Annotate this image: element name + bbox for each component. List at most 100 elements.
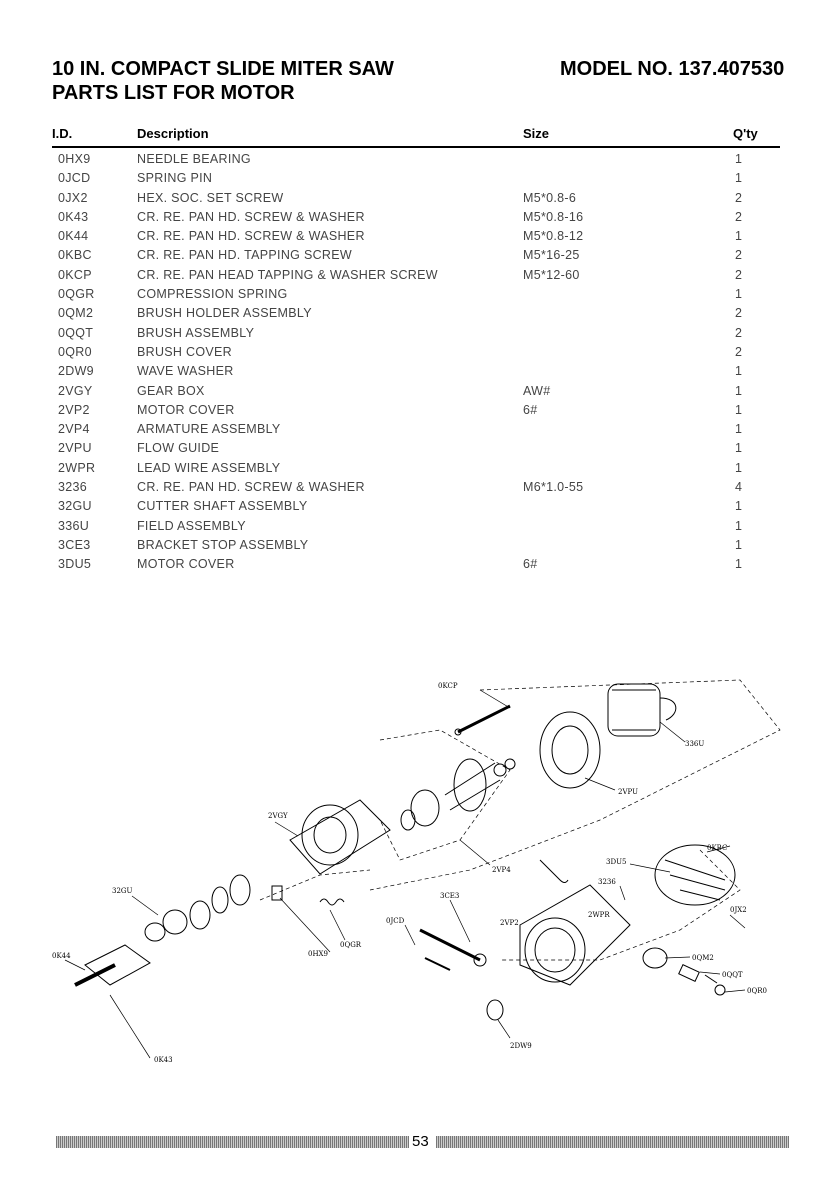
part-id: 336U (58, 518, 90, 533)
part-id: 2WPR (58, 460, 96, 475)
part-description: MOTOR COVER (137, 557, 235, 572)
part-size: M5*0.8-16 (523, 209, 584, 224)
part-qty: 1 (735, 422, 743, 437)
part-qty: 2 (735, 190, 743, 205)
part-id: 32GU (58, 499, 92, 514)
diagram-callout: 2WPR (588, 911, 610, 919)
part-id: 2VGY (58, 383, 93, 398)
column-header-size: Size (523, 126, 550, 141)
part-description: CR. RE. PAN HD. SCREW & WASHER (137, 209, 365, 224)
part-qty: 2 (735, 248, 743, 263)
part-qty: 4 (735, 480, 743, 495)
part-qty: 2 (735, 306, 743, 321)
document-title: 10 IN. COMPACT SLIDE MITER SAW (52, 58, 394, 80)
exploded-motor-diagram: 0KCP336U2VPU2VGY2VP40KBC3DU532GU3CE33236… (52, 679, 781, 1064)
part-id: 2DW9 (58, 364, 94, 379)
diagram-callout: 0QGR (340, 941, 362, 949)
table-row: 0K44 CR. RE. PAN HD. SCREW & WASHER M5*0.8… (0, 227, 840, 246)
document-subtitle: PARTS LIST FOR MOTOR (52, 82, 295, 104)
diagram-callout: 2VPU (618, 788, 638, 796)
part-id: 0K44 (58, 229, 89, 244)
table-row: 0KBC CR. RE. PAN HD. TAPPING SCREW M5*16-2… (0, 246, 840, 265)
part-id: 2VPU (58, 441, 92, 456)
part-qty: 1 (735, 460, 743, 475)
part-id: 0K43 (58, 209, 89, 224)
part-id: 0QGR (58, 287, 95, 302)
diagram-callout: 3CE3 (440, 892, 459, 900)
header-rule (52, 146, 780, 148)
part-description: CR. RE. PAN HD. SCREW & WASHER (137, 480, 365, 495)
column-header-qty: Q'ty (733, 126, 758, 141)
column-header-id: I.D. (52, 126, 73, 141)
diagram-callout: 336U (685, 740, 704, 748)
table-row: 0QGR COMPRESSION SPRING 1 (0, 285, 840, 304)
part-description: CR. RE. PAN HD. TAPPING SCREW (137, 248, 352, 263)
diagram-callout: 32GU (112, 887, 132, 895)
part-qty: 2 (735, 325, 743, 340)
part-size: M5*16-25 (523, 248, 580, 263)
part-id: 0JCD (58, 171, 91, 186)
model-number: MODEL NO. 137.407530 (560, 58, 785, 80)
part-id: 0KBC (58, 248, 92, 263)
diagram-callout: 0QR0 (747, 987, 767, 995)
diagram-callout: 2VP4 (492, 866, 511, 874)
part-qty: 1 (735, 287, 743, 302)
part-id: 2VP4 (58, 422, 90, 437)
part-size: M5*0.8-12 (523, 229, 584, 244)
part-description: BRACKET STOP ASSEMBLY (137, 537, 309, 552)
footer-bar-left (56, 1136, 409, 1148)
part-description: NEEDLE BEARING (137, 152, 251, 166)
diagram-callout: 3DU5 (606, 858, 626, 866)
part-qty: 1 (735, 402, 743, 417)
part-id: 0QQT (58, 325, 94, 340)
part-qty: 1 (735, 499, 743, 514)
table-row: 0K43 CR. RE. PAN HD. SCREW & WASHER M5*0.8… (0, 208, 840, 227)
part-qty: 1 (735, 229, 743, 244)
part-id: 3236 (58, 480, 88, 495)
table-row: 2VP4 ARMATURE ASSEMBLY 1 (0, 420, 840, 439)
part-description: FLOW GUIDE (137, 441, 220, 456)
part-size: AW# (523, 383, 551, 398)
page-number: 53 (412, 1133, 429, 1150)
part-description: WAVE WASHER (137, 364, 234, 379)
part-size: 6# (523, 557, 538, 572)
part-qty: 1 (735, 383, 743, 398)
part-description: LEAD WIRE ASSEMBLY (137, 460, 281, 475)
part-description: ARMATURE ASSEMBLY (137, 422, 281, 437)
part-qty: 1 (735, 152, 743, 166)
part-description: COMPRESSION SPRING (137, 287, 288, 302)
part-qty: 1 (735, 441, 743, 456)
diagram-callout: 0QM2 (692, 954, 714, 962)
part-description: BRUSH HOLDER ASSEMBLY (137, 306, 312, 321)
diagram-callout: 0QQT (722, 971, 743, 979)
part-description: CR. RE. PAN HEAD TAPPING & WASHER SCREW (137, 267, 438, 282)
diagram-callout: 2DW9 (510, 1042, 532, 1050)
part-description: BRUSH COVER (137, 344, 232, 359)
part-id: 0QM2 (58, 306, 94, 321)
diagram-callout: 0JCD (386, 917, 405, 925)
table-row: 2VPU FLOW GUIDE 1 (0, 439, 840, 458)
part-qty: 1 (735, 537, 743, 552)
table-row: 0QQT BRUSH ASSEMBLY 2 (0, 324, 840, 343)
part-description: BRUSH ASSEMBLY (137, 325, 255, 340)
part-description: HEX. SOC. SET SCREW (137, 190, 284, 205)
diagram-callout: 0HX9 (308, 950, 328, 958)
diagram-callout: 0K44 (52, 952, 71, 960)
diagram-callout: 0KBC (707, 844, 727, 852)
diagram-callout: 2VGY (268, 812, 288, 820)
part-qty: 1 (735, 518, 743, 533)
part-id: 2VP2 (58, 402, 90, 417)
part-description: CR. RE. PAN HD. SCREW & WASHER (137, 229, 365, 244)
part-size: 6# (523, 402, 538, 417)
part-qty: 1 (735, 171, 743, 186)
part-qty: 1 (735, 557, 743, 572)
